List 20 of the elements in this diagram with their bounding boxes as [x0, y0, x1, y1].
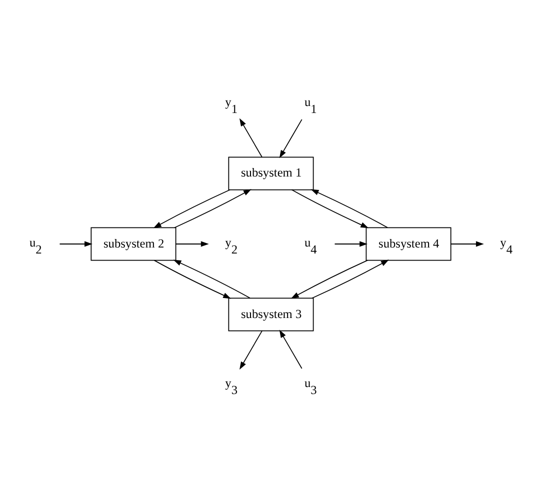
arrow — [175, 241, 209, 247]
arrow — [154, 260, 232, 299]
arrow — [450, 241, 484, 247]
arrow — [240, 330, 262, 370]
arrow — [290, 260, 368, 299]
node-box: subsystem 3 — [228, 298, 314, 332]
arrow — [312, 260, 389, 299]
node-box: subsystem 4 — [366, 227, 452, 261]
arrow — [59, 241, 92, 247]
arrow — [279, 330, 302, 369]
arrow — [153, 189, 230, 228]
arrow — [174, 189, 252, 228]
arrow — [334, 241, 368, 247]
arrow — [291, 189, 369, 228]
node-box: subsystem 1 — [228, 156, 314, 190]
arrow — [310, 189, 388, 228]
arrow — [239, 118, 262, 158]
node-box: subsystem 2 — [90, 227, 176, 261]
arrow — [173, 260, 250, 298]
arrow — [279, 119, 302, 158]
